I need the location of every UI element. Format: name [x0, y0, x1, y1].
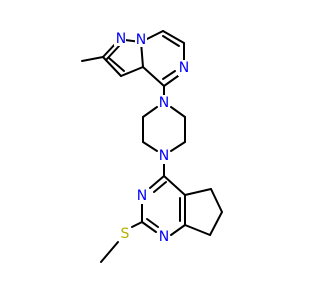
atom-s-thioether: S [119, 226, 131, 242]
bond [131, 221, 143, 228]
bond [162, 70, 176, 80]
bond [142, 66, 165, 87]
atom-label: N [159, 148, 169, 164]
atom-n-pyrazine: N [178, 60, 190, 76]
atom-n-piperazine-bottom: N [158, 148, 170, 164]
structure-svg: N N N N N N N [81, 30, 223, 263]
bond [162, 30, 185, 44]
bond [170, 106, 186, 118]
bond [162, 35, 180, 47]
atom-n-pyrimidine-bottom: N [158, 229, 170, 245]
atom-label: N [159, 229, 169, 245]
bond [100, 241, 119, 263]
atom-label: N [159, 95, 169, 111]
atom-n-pyrazole-2: N [135, 31, 147, 48]
atom-n-piperazine-top: N [158, 95, 170, 111]
bond [142, 141, 158, 152]
bond [81, 56, 104, 62]
bond [102, 56, 122, 77]
atom-label: S [121, 226, 130, 242]
bond [184, 224, 211, 236]
bonds [81, 30, 223, 263]
atom-label: N [137, 188, 147, 204]
bond [141, 221, 157, 233]
bond [209, 211, 223, 236]
atom-n-pyrazole-1: N [114, 30, 126, 47]
bond [146, 218, 159, 228]
bond [170, 141, 186, 152]
bond [163, 75, 179, 87]
bond [163, 175, 186, 196]
bond [153, 181, 167, 193]
bond [142, 106, 158, 118]
molecule-diagram: N N N N N N N [81, 30, 223, 263]
bond [210, 188, 223, 213]
atom-label: N [179, 60, 189, 76]
bond [120, 66, 144, 77]
atom-labels: N N N N N N N [114, 30, 190, 245]
atom-label: N [136, 32, 146, 48]
atom-n-pyrimidine-left: N [136, 188, 148, 204]
bond [170, 224, 186, 236]
bond [149, 175, 165, 189]
bond [108, 57, 125, 72]
atom-label: N [116, 31, 126, 47]
bond [184, 188, 212, 196]
